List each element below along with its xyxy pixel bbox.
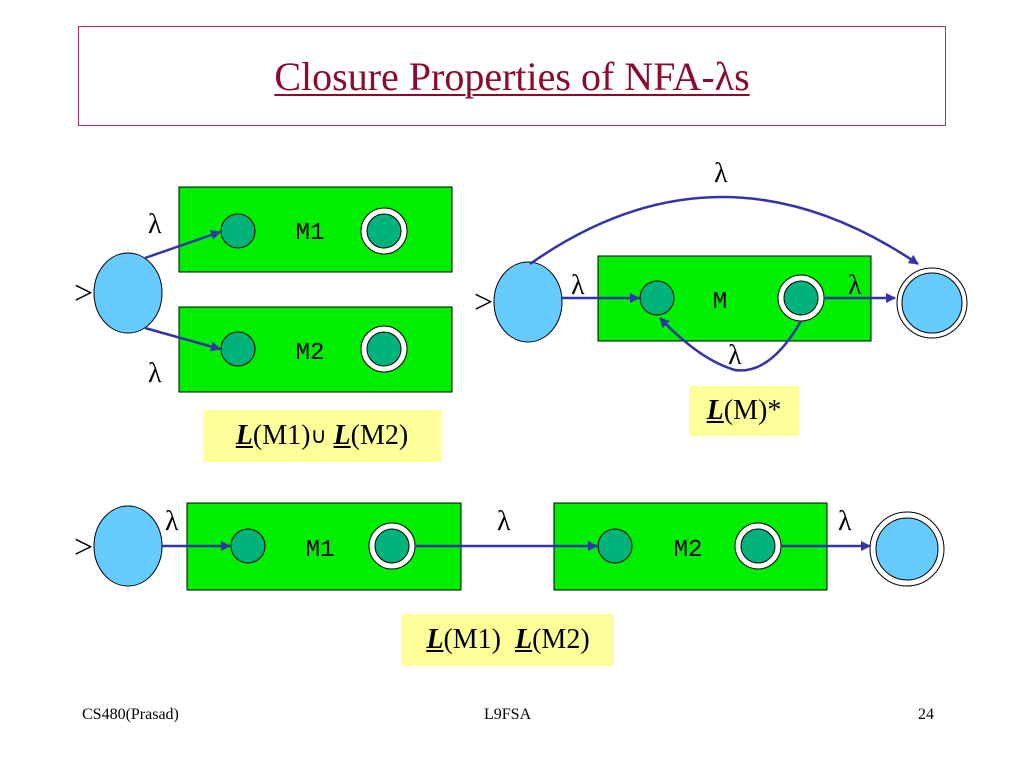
star-lambda-arrow-loop [659,317,803,372]
star-caption-rest: (M)* [723,395,782,426]
footer-center: L9FSA [484,706,532,723]
union-caption-l1: L [235,420,253,451]
concat-m2-start-state [597,528,633,564]
union-m2-start-state [220,331,256,367]
union-m1-label: M1 [296,220,325,247]
title-box: Closure Properties of NFA-λs [78,26,946,126]
union-caption-op: ∪ [310,423,327,449]
star-m-label: M [713,289,727,316]
star-lambda-label-loop: λ [728,340,742,371]
union-lambda-arrow-m2 [144,326,221,352]
concat-lambda-label-link: λ [497,506,511,537]
union-caption-m2: (M2) [350,420,409,451]
union-caption-l2: L [333,420,351,451]
concat-caption-l1: L [426,624,444,655]
concat-diagram: M1 M2 > λ λ λ [74,502,945,591]
concat-caption-l2: L [515,624,533,655]
concat-caption-m2: (M2) [532,624,590,655]
star-diagram: M > λ λ λ λ [474,158,968,372]
concat-caption-m1: (M1) [443,624,515,655]
concat-start-marker: > [74,529,93,566]
concat-new-start-state [93,505,163,587]
star-m-start-state [639,280,675,316]
concat-lambda-label-enter: λ [165,506,179,537]
concat-m2-label: M2 [674,537,703,564]
star-new-start-state [493,261,563,343]
star-new-final-inner [901,272,963,334]
star-lambda-label-enter: λ [571,270,585,301]
star-m-final-inner [783,280,819,316]
union-m2-final-inner [366,331,402,367]
title-suffix: s [734,53,750,99]
union-start-marker: > [74,275,93,312]
concat-m1-start-state [230,528,266,564]
union-caption-space [327,420,334,452]
title-prefix: Closure Properties of NFA- [274,53,715,99]
concat-new-final-inner [875,517,939,581]
union-caption-m1: (M1) [252,420,311,451]
star-lambda-arrow-skip [529,195,919,266]
footer-right: 24 [918,706,934,723]
concat-m2-final-inner [740,528,776,564]
union-lambda-label-bottom: λ [148,358,162,389]
star-lambda-label-exit: λ [848,270,862,301]
concat-caption: L(M1) L(M2) [402,614,614,666]
union-m1-start-state [220,213,256,249]
union-m2-label: M2 [296,340,325,367]
union-diagram: M1 M2 > λ λ [74,186,453,393]
union-caption: L(M1) ∪ L(M2) [203,410,441,462]
star-caption-l: L [706,395,724,426]
concat-m1-final-inner [374,528,410,564]
union-m1-final-inner [366,213,402,249]
title-lambda: λ [714,53,735,99]
star-lambda-label-skip: λ [714,158,728,189]
star-start-marker: > [474,284,493,321]
concat-lambda-label-exit: λ [838,506,852,537]
union-new-start-state [93,252,163,334]
union-lambda-arrow-m1 [144,230,221,260]
star-caption: L(M)* [689,386,799,436]
slide-title: Closure Properties of NFA-λs [274,53,749,100]
footer-left: CS480(Prasad) [82,706,179,723]
union-lambda-label-top: λ [148,209,162,240]
concat-m1-label: M1 [306,537,335,564]
